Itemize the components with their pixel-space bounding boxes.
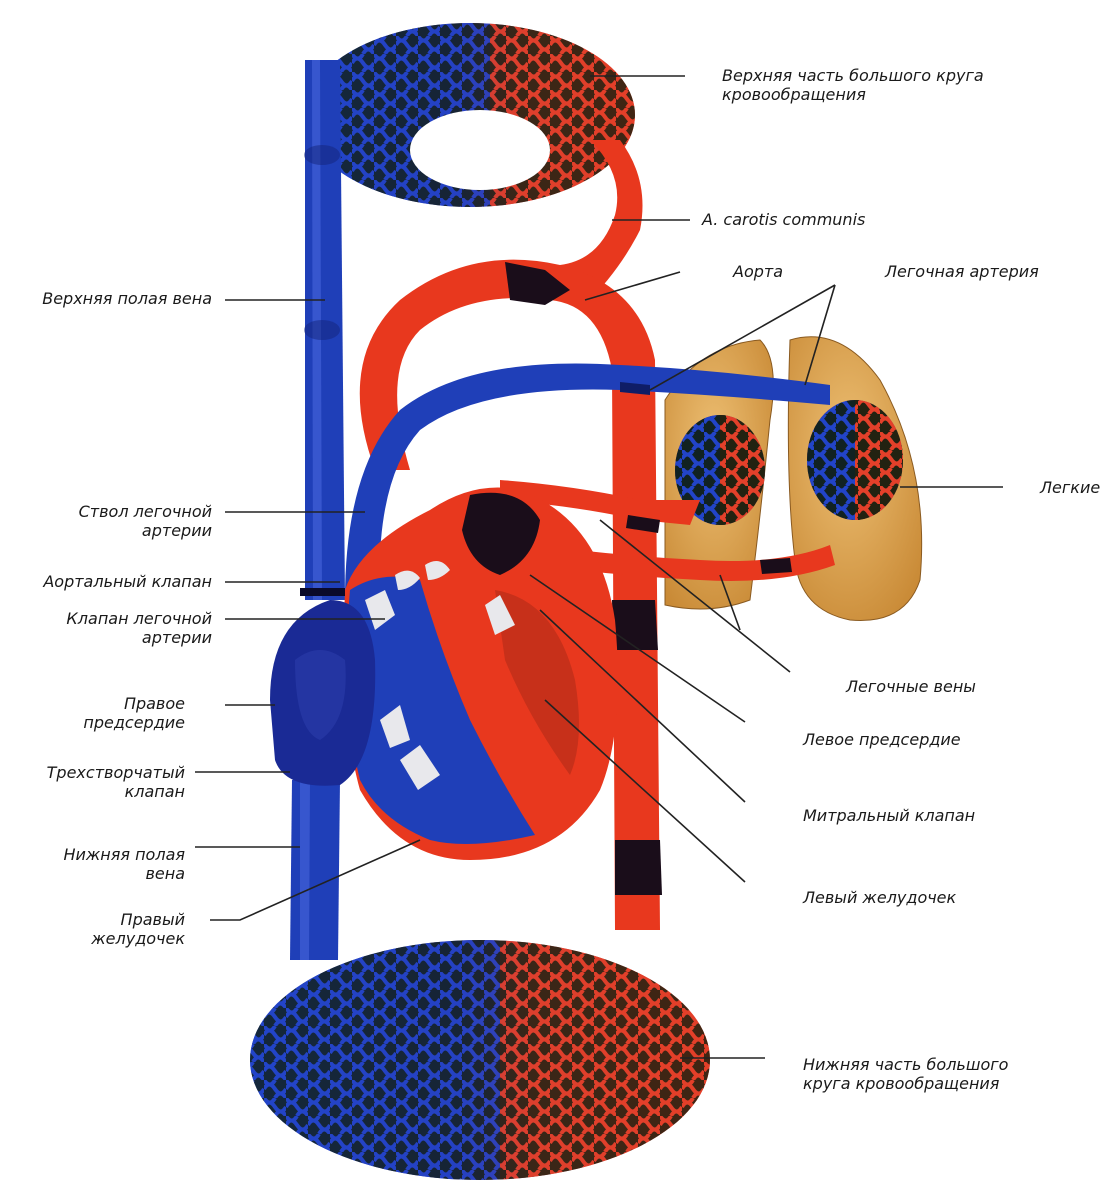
upper-capillary-network [300, 20, 650, 210]
label-left-atrium: Левое предсердие [803, 730, 961, 749]
label-right-atrium: Правое предсердие [0, 694, 185, 732]
label-mitral-valve: Митральный клапан [803, 806, 975, 825]
label-inferior-vena-cava: Нижняя полая вена [0, 845, 185, 883]
label-aorta: Аорта [733, 262, 783, 281]
label-lungs: Легкие [1040, 478, 1100, 497]
label-superior-vena-cava: Верхняя полая вена [0, 289, 212, 308]
label-pulmonary-veins: Легочные вены [846, 677, 976, 696]
label-aortic-valve: Аортальный клапан [0, 572, 212, 591]
label-left-ventricle: Левый желудочек [803, 888, 956, 907]
label-upper-systemic-circulation: Верхняя часть большого круга кровообраще… [722, 66, 984, 104]
label-carotid-artery: A. carotis communis [702, 210, 865, 229]
right-atrium-chamber [270, 588, 375, 786]
inferior-vena-cava [290, 780, 340, 960]
superior-vena-cava [304, 60, 345, 600]
label-pulmonary-trunk: Ствол легочной артерии [0, 502, 212, 540]
label-tricuspid-valve: Трехстворчатый клапан [0, 763, 185, 801]
label-right-ventricle: Правый желудочек [0, 910, 185, 948]
heart [344, 488, 618, 861]
label-pulmonary-artery: Легочная артерия [885, 262, 1039, 281]
label-lower-systemic-circulation: Нижняя часть большого круга кровообращен… [803, 1055, 1008, 1093]
lower-capillary-network [250, 940, 720, 1190]
label-pulmonary-valve: Клапан легочной артерии [0, 609, 212, 647]
